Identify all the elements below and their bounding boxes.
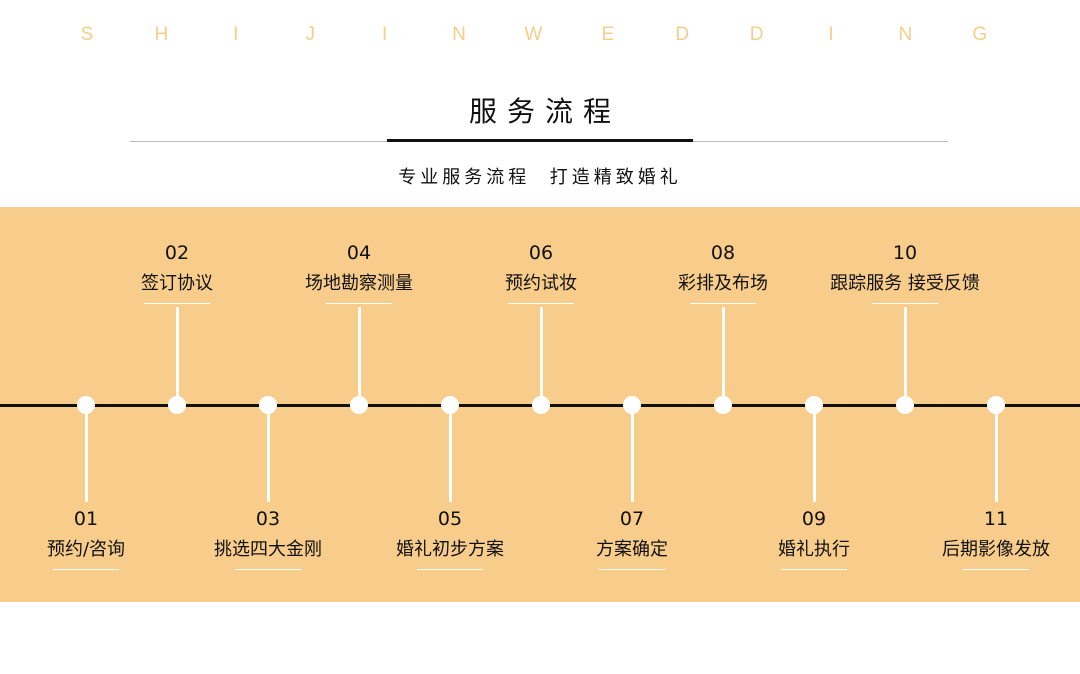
step-label: 方案确定	[596, 539, 668, 560]
step-11: 11 后期影像发放	[906, 507, 1080, 570]
step-number: 10	[892, 242, 918, 264]
step-underline	[53, 569, 119, 570]
step-number: 09	[801, 508, 827, 530]
brand-letter: I	[828, 24, 834, 45]
step-label: 挑选四大金刚	[214, 539, 322, 560]
title-underline	[387, 139, 693, 142]
step-label: 预约试妆	[505, 273, 577, 294]
step-underline	[326, 303, 392, 304]
step-number: 04	[346, 242, 372, 264]
brand-letter: N	[898, 24, 913, 45]
step-connector	[630, 405, 634, 502]
step-label: 跟踪服务 接受反馈	[830, 273, 980, 294]
step-underline	[599, 569, 665, 570]
step-05: 05 婚礼初步方案	[360, 507, 540, 570]
step-01: 01 预约/咨询	[0, 507, 176, 570]
step-connector	[994, 405, 998, 502]
step-label: 彩排及布场	[678, 273, 768, 294]
step-label: 预约/咨询	[46, 539, 126, 560]
step-underline	[235, 569, 301, 570]
step-connector	[84, 405, 88, 502]
step-dot	[623, 396, 641, 414]
brand-letter: D	[675, 24, 690, 45]
step-connector	[175, 307, 179, 405]
subtitle: 专业服务流程 打造精致婚礼	[398, 167, 682, 188]
step-dot	[987, 396, 1005, 414]
brand-letter: H	[154, 24, 169, 45]
brand-letter: I	[381, 24, 388, 45]
step-underline	[781, 569, 847, 570]
step-connector	[721, 307, 725, 405]
step-dot	[532, 396, 550, 414]
brand-letter: J	[305, 24, 315, 45]
step-underline	[508, 303, 574, 304]
brand-letter: D	[749, 24, 764, 45]
step-dot	[350, 396, 368, 414]
step-04: 04 场地勘察测量	[269, 241, 449, 304]
step-08: 08 彩排及布场	[633, 241, 813, 304]
step-dot	[77, 396, 95, 414]
step-label: 婚礼执行	[778, 539, 850, 560]
step-03: 03 挑选四大金刚	[178, 507, 358, 570]
step-number: 03	[255, 508, 281, 530]
step-number: 01	[73, 508, 99, 530]
step-07: 07 方案确定	[542, 507, 722, 570]
step-underline	[690, 303, 756, 304]
step-label: 后期影像发放	[942, 539, 1050, 560]
step-number: 02	[164, 242, 190, 264]
step-dot	[714, 396, 732, 414]
step-dot	[896, 396, 914, 414]
step-number: 07	[619, 508, 645, 530]
step-dot	[441, 396, 459, 414]
step-connector	[266, 405, 270, 502]
timeline: 01 预约/咨询 02 签订协议 03 挑选四大金刚 04 场地勘察测量 05 婚礼初步方案 06 预…	[0, 207, 1080, 602]
step-underline	[144, 303, 210, 304]
step-number: 06	[528, 242, 554, 264]
step-10: 10 跟踪服务 接受反馈	[815, 241, 995, 304]
brand-letter: I	[233, 24, 239, 45]
step-label: 签订协议	[141, 273, 213, 294]
step-connector	[903, 307, 907, 405]
step-number: 05	[437, 508, 463, 530]
step-dot	[259, 396, 277, 414]
step-number: 08	[710, 242, 736, 264]
step-underline	[417, 569, 483, 570]
brand-letter: S	[80, 24, 94, 45]
step-label: 场地勘察测量	[305, 273, 413, 294]
step-09: 09 婚礼执行	[724, 507, 904, 570]
page-title: 服务流程	[468, 95, 621, 128]
step-connector	[357, 307, 361, 405]
step-dot	[168, 396, 186, 414]
step-underline	[872, 303, 938, 304]
step-connector	[812, 405, 816, 502]
step-underline	[963, 569, 1029, 570]
step-06: 06 预约试妆	[451, 241, 631, 304]
step-connector	[448, 405, 452, 502]
brand-letter: E	[601, 24, 615, 45]
step-label: 婚礼初步方案	[396, 539, 504, 560]
step-dot	[805, 396, 823, 414]
brand-letter: N	[452, 24, 466, 45]
step-number: 11	[983, 508, 1009, 530]
brand-letter: G	[972, 24, 988, 45]
step-connector	[539, 307, 543, 405]
brand-letter: W	[524, 24, 543, 45]
step-02: 02 签订协议	[87, 241, 267, 304]
